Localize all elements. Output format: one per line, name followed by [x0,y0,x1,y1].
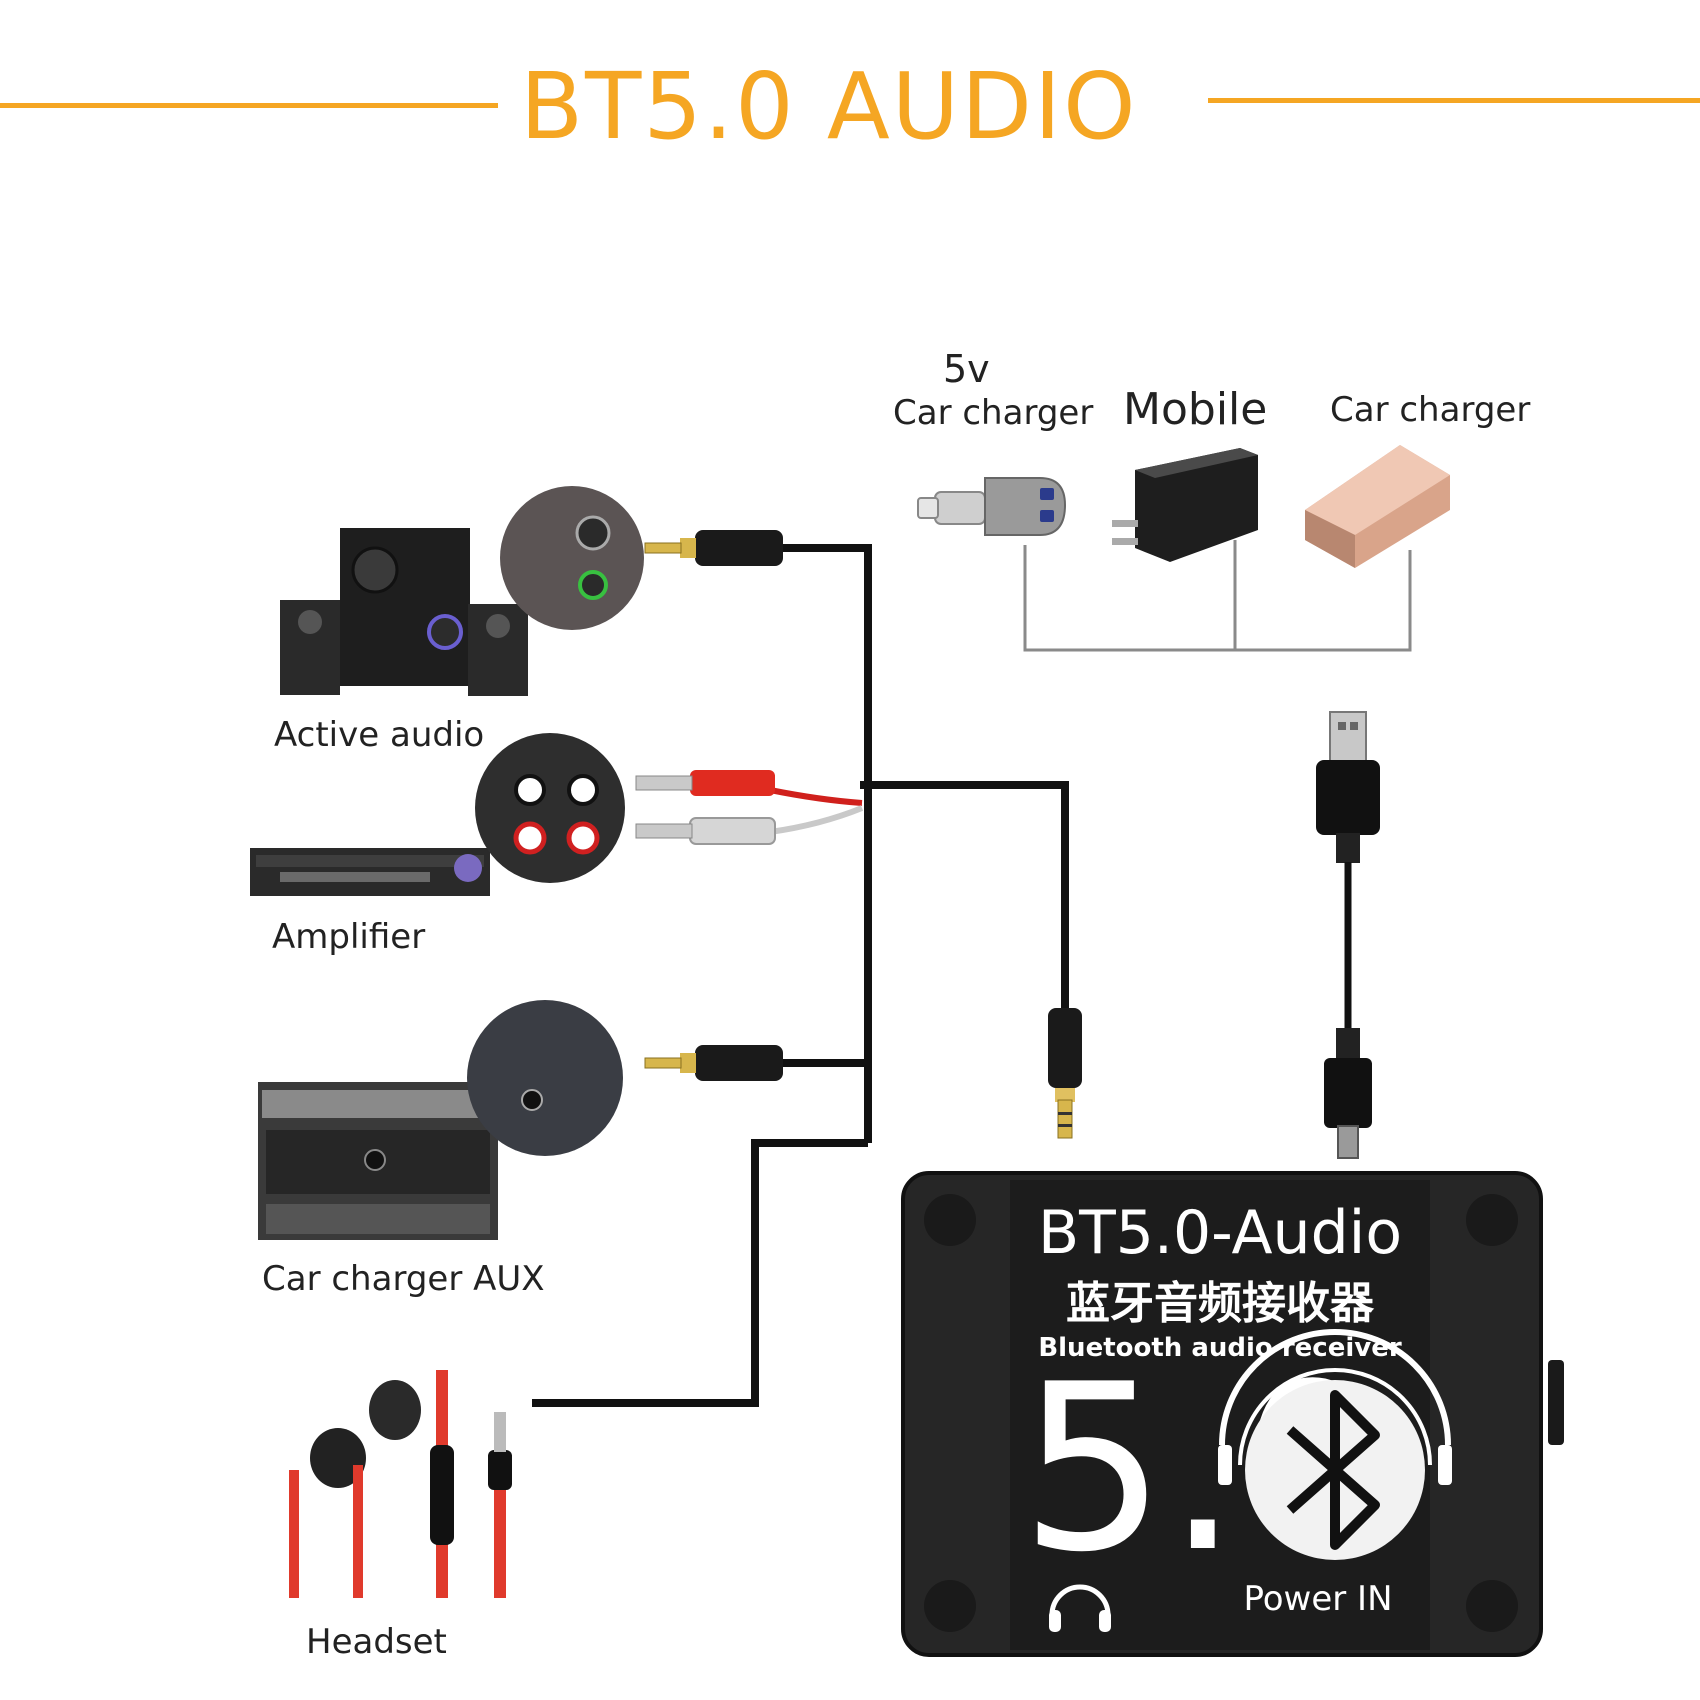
aux-jack-active-audio [644,530,783,566]
header-rule-left [0,103,498,108]
bluetooth-icon [1218,1329,1452,1560]
mobile-label: Mobile [1123,384,1268,435]
page-title: BT5.0 AUDIO [520,53,1138,160]
car-charger-label: Car charger [893,393,1094,433]
active-audio-label: Active audio [274,715,485,755]
active-audio-port-zoom [500,486,644,630]
power-in-label: Power IN [1243,1579,1392,1619]
device-chinese-label: 蓝牙音频接收器 [1066,1278,1375,1329]
rca-cables [635,770,864,845]
earphones-icon [289,1370,512,1598]
speaker-set-icon [280,528,528,696]
usb-cable [1316,711,1380,1159]
amplifier-icon [250,848,490,896]
device-subtitle: Bluetooth audio receiver [1038,1333,1402,1363]
voltage-label: 5v [943,347,990,391]
header-rule-right [1208,98,1700,103]
power-source-lines [1023,540,1412,652]
rca-port-zoom [475,733,625,883]
power-bank-label: Car charger [1330,390,1531,430]
amplifier-label: Amplifier [272,917,426,957]
wall-adapter-icon [1112,448,1258,562]
car-charger-icon [917,477,1067,536]
aux-jack-device [1048,1008,1082,1139]
car-aux-label: Car charger AUX [262,1259,545,1299]
power-bank-icon [1305,445,1450,568]
headphone-icon [1049,1584,1111,1632]
car-aux-port-zoom [467,1000,623,1156]
aux-jack-car [644,1045,783,1081]
headset-label: Headset [306,1622,447,1662]
car-stereo-icon [258,1082,498,1240]
audio-wiring [532,544,1069,1407]
device-title: BT5.0-Audio [1038,1198,1402,1268]
